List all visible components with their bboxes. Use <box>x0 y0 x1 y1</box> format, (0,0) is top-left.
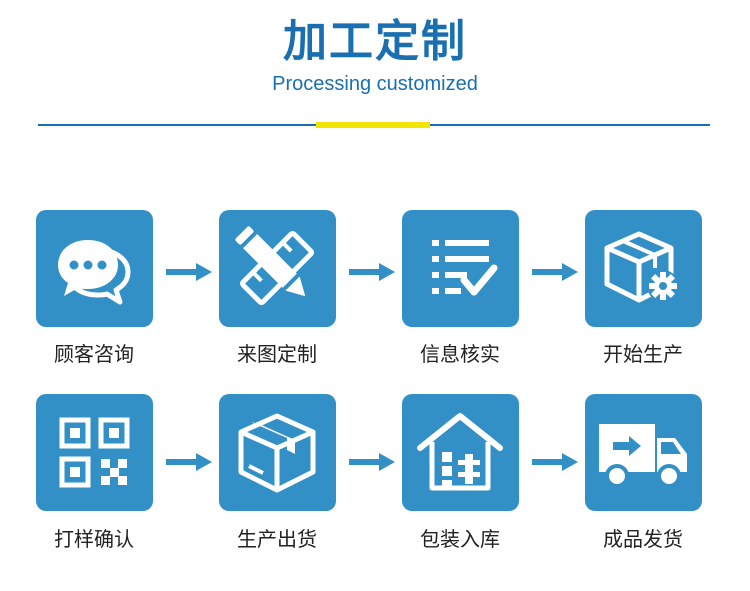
page-title: 加工定制 <box>283 16 467 67</box>
step-tile-custom-drawing <box>219 210 336 327</box>
chat-bubbles-icon <box>58 240 131 305</box>
step-tile-ship-out <box>219 394 336 511</box>
step-label-sample-confirm: 打样确认 <box>54 527 134 551</box>
step-tile-verify <box>402 210 519 327</box>
delivery-truck-icon <box>599 424 687 488</box>
flow-arrow-icon <box>166 453 212 471</box>
step-label-custom-drawing: 来图定制 <box>237 342 317 366</box>
page-subtitle: Processing customized <box>272 73 478 95</box>
package-icon <box>238 413 316 493</box>
step-label-deliver: 成品发货 <box>603 527 683 551</box>
step-tile-pack-store <box>402 394 519 511</box>
flow-arrow-icon <box>349 263 395 281</box>
step-label-ship-out: 生产出货 <box>237 527 317 551</box>
qr-code-icon <box>59 417 130 488</box>
step-label-consult: 顾客咨询 <box>54 342 134 366</box>
header-divider-accent <box>316 122 430 128</box>
flow-arrow-icon <box>532 453 578 471</box>
pencil-ruler-icon <box>235 226 315 306</box>
flow-arrow-icon <box>166 263 212 281</box>
step-tile-start-production <box>585 210 702 327</box>
step-label-pack-store: 包装入库 <box>420 527 500 551</box>
warehouse-icon <box>417 413 503 491</box>
box-gear-icon <box>604 231 679 303</box>
step-tile-sample-confirm <box>36 394 153 511</box>
step-label-verify: 信息核实 <box>420 342 500 366</box>
flow-arrow-icon <box>532 263 578 281</box>
step-tile-deliver <box>585 394 702 511</box>
flow-arrow-icon <box>349 453 395 471</box>
step-label-start-production: 开始生产 <box>603 342 683 366</box>
step-tile-consult <box>36 210 153 327</box>
checklist-icon <box>432 240 498 296</box>
